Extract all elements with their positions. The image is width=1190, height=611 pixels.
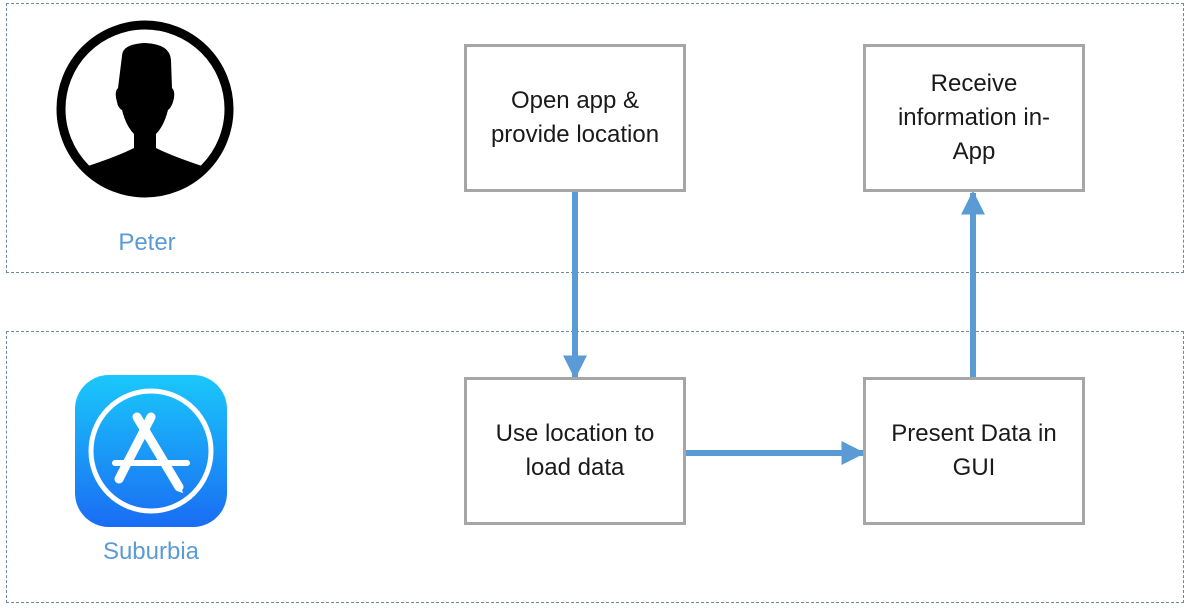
step-open-app: Open app & provide location	[464, 44, 686, 192]
step-receive-information: Receive information in- App	[863, 44, 1085, 192]
swimlane-app	[6, 331, 1184, 603]
user-silhouette-icon	[56, 20, 234, 198]
app-store-icon	[75, 375, 227, 527]
actor-label-peter: Peter	[118, 229, 176, 256]
actor-label-suburbia: Suburbia	[102, 538, 200, 565]
step-present-data: Present Data in GUI	[863, 377, 1085, 525]
swimlane-user	[6, 3, 1184, 273]
step-use-location: Use location to load data	[464, 377, 686, 525]
